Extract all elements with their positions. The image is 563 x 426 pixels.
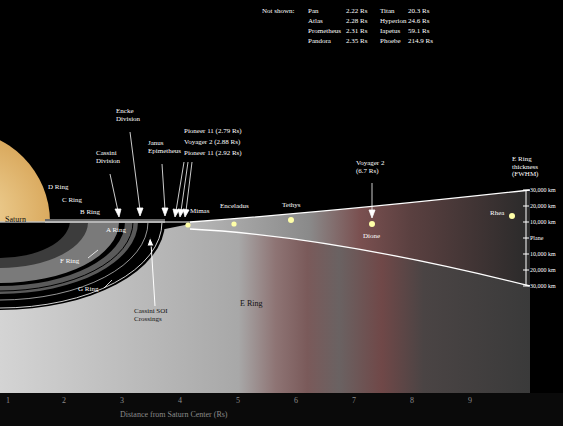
scale-title: E Ring thickness (FWHM) xyxy=(512,156,558,179)
crossing-label: Cassini SOI Crossings xyxy=(134,308,182,323)
moon-label: Mimas xyxy=(190,208,209,216)
gap-label: Cassini Division xyxy=(96,150,130,165)
axis-tick: 5 xyxy=(236,397,240,406)
moon-name: Pandora xyxy=(308,38,331,46)
axis-tick: 3 xyxy=(120,397,124,406)
axis-tick: 4 xyxy=(178,397,182,406)
ring-label: G Ring xyxy=(78,286,98,294)
moon-name: Iapetus xyxy=(380,28,400,36)
scale-value: 10,000 km xyxy=(530,251,556,258)
moon-name: Atlas xyxy=(308,18,323,26)
scale-value: Plane xyxy=(530,235,543,242)
ring-label: E Ring xyxy=(240,300,262,309)
moon-distance: 20.3 Rs xyxy=(408,8,429,16)
ring-label: C Ring xyxy=(62,197,82,205)
moon-distance: 2.31 Rs xyxy=(346,28,367,36)
moon-name: Titan xyxy=(380,8,395,16)
moon-name: Hyperion xyxy=(380,18,406,26)
moon-distance: 59.1 Rs xyxy=(408,28,429,36)
moon-label: Enceladus xyxy=(220,203,249,211)
spacecraft-label: Pioneer 11 (2.79 Rs) xyxy=(184,128,242,136)
moon-label: Tethys xyxy=(282,202,301,210)
axis-title: Distance from Saturn Center (Rs) xyxy=(120,411,228,420)
moon-name: Phoebe xyxy=(380,38,401,46)
scale-value: 30,000 km xyxy=(530,283,556,290)
moon-label: Janus Epimetheus xyxy=(148,140,190,155)
moon-distance: 24.6 Rs xyxy=(408,18,429,26)
axis-tick: 6 xyxy=(294,397,298,406)
scale-value: 30,000 km xyxy=(530,187,556,194)
note-heading: Not shown: xyxy=(262,8,294,16)
ring-label: A Ring xyxy=(106,227,126,235)
moon-label: Dione xyxy=(363,233,380,241)
gap-label: Encke Division xyxy=(116,108,150,123)
scale-value: 20,000 km xyxy=(530,267,556,274)
axis-tick: 9 xyxy=(468,397,472,406)
ring-label: D Ring xyxy=(48,184,68,192)
scale-value: 10,000 km xyxy=(530,219,556,226)
moon-distance: 2.28 Rs xyxy=(346,18,367,26)
moon-distance: 214.9 Rs xyxy=(408,38,433,46)
moon-name: Prometheus xyxy=(308,28,341,36)
ring-label: F Ring xyxy=(60,258,79,266)
scale-value: 20,000 km xyxy=(530,203,556,210)
spacecraft-label: Pioneer 11 (2.92 Rs) xyxy=(184,150,242,158)
spacecraft-label: Voyager 2 (2.88 Rs) xyxy=(184,139,240,147)
spacecraft-label: Voyager 2 (6.7 Rs) xyxy=(356,160,392,175)
moon-distance: 2.35 Rs xyxy=(346,38,367,46)
axis-tick: 7 xyxy=(352,397,356,406)
moon-distance: 2.22 Rs xyxy=(346,8,367,16)
moon-label: Rhea xyxy=(490,210,504,218)
planet-label: Saturn xyxy=(5,216,26,225)
axis-tick: 2 xyxy=(62,397,66,406)
axis-tick: 8 xyxy=(410,397,414,406)
axis-tick: 1 xyxy=(6,397,10,406)
moon-name: Pan xyxy=(308,8,319,16)
ring-label: B Ring xyxy=(80,209,100,217)
